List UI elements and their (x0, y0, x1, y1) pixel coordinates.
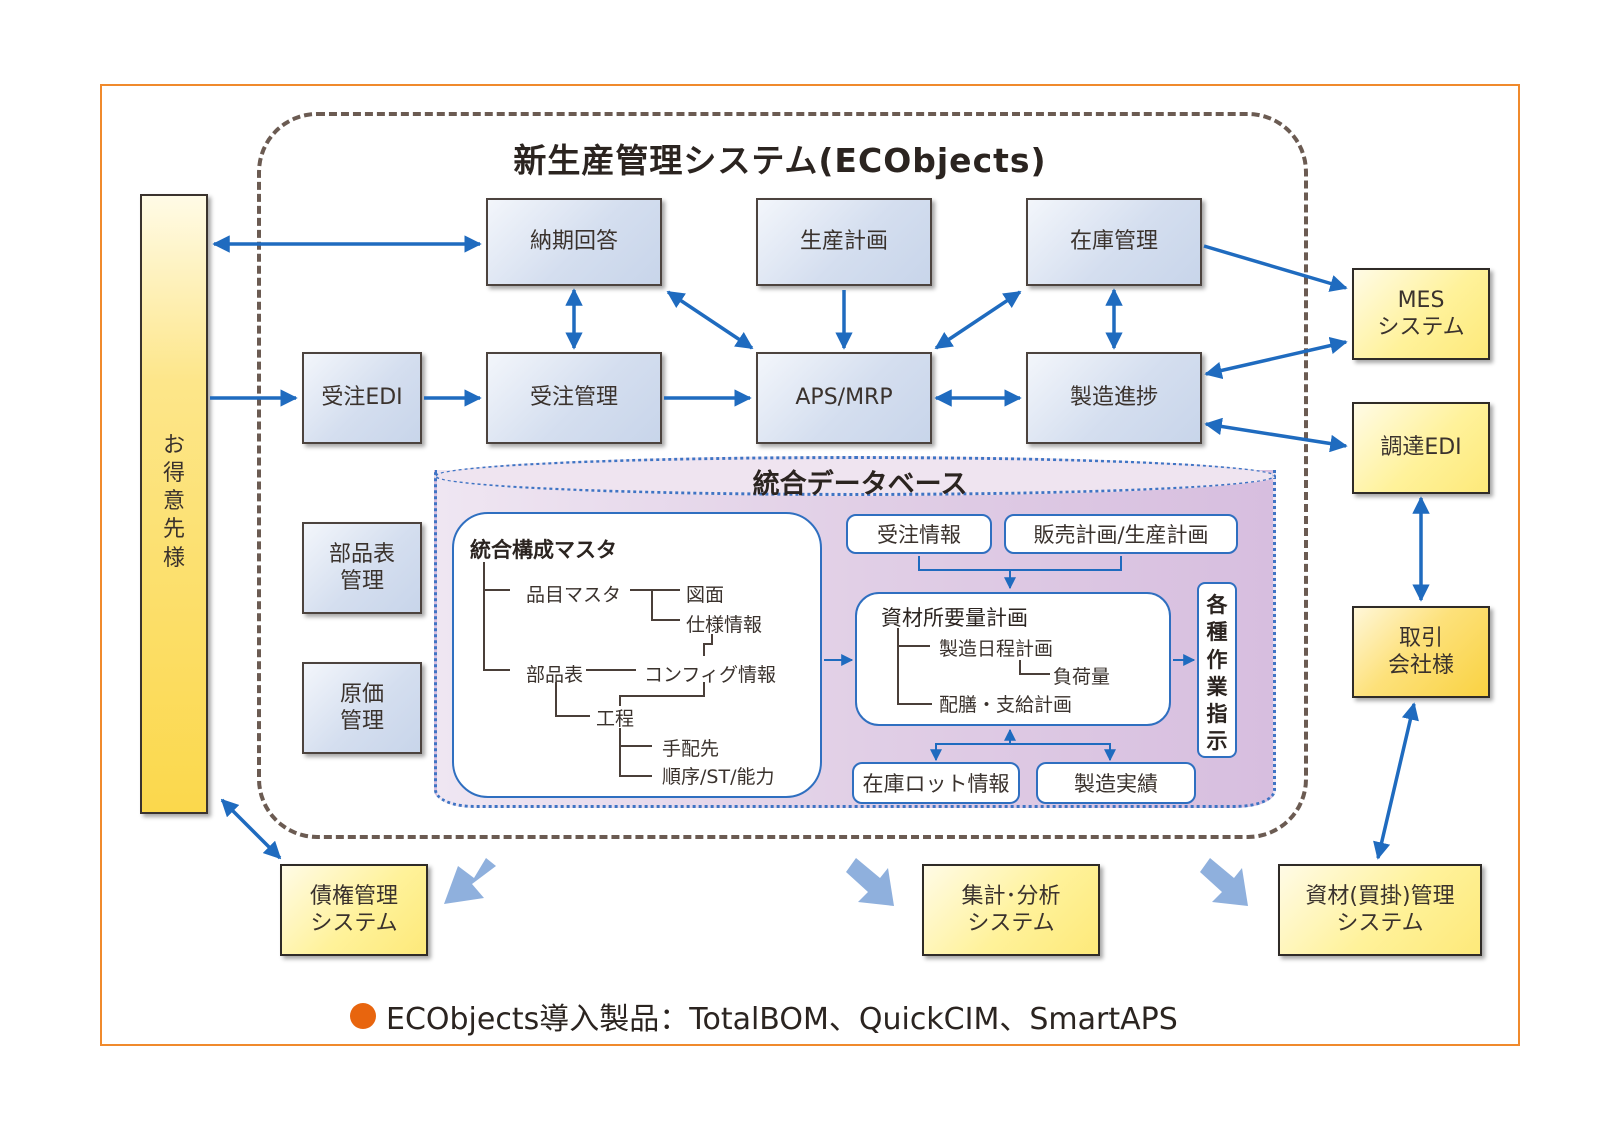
mrp-tree-lines (897, 628, 1050, 705)
mrp-title: 資材所要量計画 (881, 606, 1028, 630)
module-order-management[interactable]: 受注管理 (486, 352, 662, 444)
database-cylinder-top (434, 456, 1276, 496)
inventory-lot-info[interactable]: 在庫ロット情報 (852, 762, 1020, 804)
diagram-frame (100, 84, 1520, 1046)
external-procurement-edi[interactable]: 調達EDI (1352, 402, 1490, 494)
master-tree-lines (483, 562, 713, 777)
external-mes-system[interactable]: MES システム (1352, 268, 1490, 360)
arrow-progress-mes (1204, 336, 1348, 380)
module-order-edi[interactable]: 受注EDI (302, 352, 422, 444)
module-production-plan[interactable]: 生産計画 (756, 198, 932, 286)
module-delivery-reply[interactable]: 納期回答 (486, 198, 662, 286)
module-cost-management[interactable]: 原価 管理 (302, 662, 422, 754)
module-production-progress[interactable]: 製造進捗 (1026, 352, 1202, 444)
arrow-delivery-aps (666, 290, 754, 350)
partner-companies[interactable]: 取引 会社様 (1352, 606, 1490, 698)
connector-info-merge (918, 556, 1122, 571)
sales-production-plan[interactable]: 販売計画/生産計画 (1004, 514, 1238, 554)
flow-arrows (444, 858, 1248, 906)
work-instructions[interactable]: 各 種 作 業 指 示 (1197, 582, 1237, 758)
flow-arrow-materials (1200, 858, 1248, 906)
tree-spec: 仕様情報 (686, 614, 763, 636)
arrow-customer-receivables (220, 798, 282, 860)
production-results[interactable]: 製造実績 (1036, 762, 1196, 804)
integrated-master-panel: 統合構成マスタ 品目マスタ 図面 仕様情報 部品表 コンフィグ情報 工程 手配先… (452, 512, 822, 798)
flow-arrow-analytics (846, 858, 894, 906)
tree-vendor: 手配先 (662, 738, 720, 760)
external-receivables-system[interactable]: 債権管理 システム (280, 864, 428, 956)
tree-sequence: 順序/ST/能力 (662, 766, 775, 788)
tree-item-master: 品目マスタ (526, 584, 622, 606)
master-title: 統合構成マスタ (470, 538, 617, 562)
tree-drawing: 図面 (686, 584, 725, 606)
external-analytics-system[interactable]: 集計･分析 システム (922, 864, 1100, 956)
system-boundary (257, 112, 1308, 839)
arrow-inventory-aps (934, 290, 1022, 350)
mrp-distribution: 配膳・支給計画 (939, 694, 1073, 716)
flow-arrow-receivables (444, 858, 496, 904)
footer-note: ECObjects導入製品：TotalBOM、QuickCIM、SmartAPS (350, 994, 1270, 1038)
module-bom-management[interactable]: 部品表 管理 (302, 522, 422, 614)
arrow-partner-materials (1373, 702, 1419, 860)
external-materials-system[interactable]: 資材(買掛)管理 システム (1278, 864, 1482, 956)
connector-mrp-split (935, 743, 1111, 758)
diagram-title: 新生産管理システム(ECObjects) (513, 141, 1047, 180)
module-aps-mrp[interactable]: APS/MRP (756, 352, 932, 444)
mrp-schedule: 製造日程計画 (939, 638, 1054, 660)
arrow-progress-procurement (1204, 417, 1348, 453)
order-info[interactable]: 受注情報 (846, 514, 992, 554)
tree-bom: 部品表 (526, 664, 584, 686)
footer-text: ECObjects導入製品：TotalBOM、QuickCIM、SmartAPS (386, 1002, 1178, 1037)
arrow-inventory-mes (1203, 244, 1348, 292)
database-title: 統合データベース (752, 469, 968, 500)
tree-config: コンフィグ情報 (644, 664, 777, 686)
tree-process: 工程 (596, 708, 635, 730)
module-inventory[interactable]: 在庫管理 (1026, 198, 1202, 286)
mrp-load: 負荷量 (1053, 666, 1111, 688)
customer-bar (140, 194, 208, 814)
customer-label: お 得 意 先 様 (162, 433, 185, 571)
bullet-dot-icon (350, 1003, 376, 1029)
